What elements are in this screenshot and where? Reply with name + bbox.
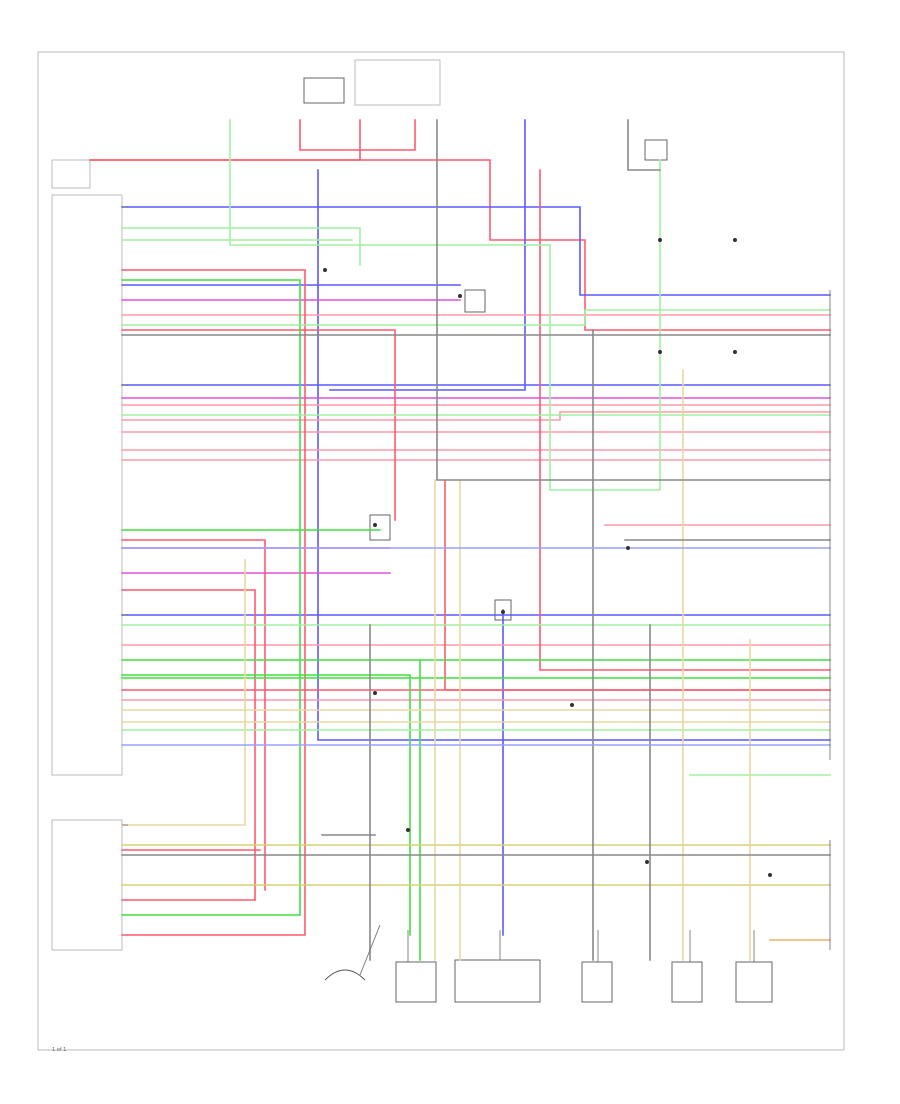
diagram-frame xyxy=(37,51,845,1051)
wire-red-5 xyxy=(121,329,396,521)
map-sensor xyxy=(581,961,613,1003)
wire-red-3 xyxy=(299,119,416,151)
wire-lgreen-2 xyxy=(121,309,831,326)
ecm-connector-block-2 xyxy=(51,819,123,951)
relay-box xyxy=(354,59,441,106)
wire-red-7 xyxy=(121,539,266,891)
throttle-position-sensor xyxy=(454,959,541,1003)
junction-dots xyxy=(323,238,772,877)
wire-red-1 xyxy=(89,119,361,161)
sensor-leads xyxy=(359,924,755,976)
ecm-pin-ticks xyxy=(122,206,128,826)
fuse-component xyxy=(644,139,668,161)
wire-pink-3 xyxy=(121,411,831,421)
crank-sensor xyxy=(395,961,437,1003)
data-link-connector xyxy=(51,159,91,189)
wire-green-4 xyxy=(121,279,301,916)
page-reference: 1 of 1 xyxy=(52,1047,67,1053)
relay-coil xyxy=(303,77,345,104)
wire-green-2 xyxy=(121,674,411,936)
wire-blue-1 xyxy=(121,206,831,296)
wire-gray-3 xyxy=(436,119,831,481)
iac-component xyxy=(369,514,391,541)
speed-sensor xyxy=(324,969,366,981)
ecm-connector-block xyxy=(51,194,123,776)
wire-red-2 xyxy=(89,159,831,331)
o2-sensor xyxy=(735,961,773,1003)
wire-lgreen-1 xyxy=(121,227,361,266)
knock-sensor xyxy=(671,961,703,1003)
wire-lgreen-5 xyxy=(229,119,661,491)
wire-gray-8 xyxy=(627,119,661,171)
wire-tan-1 xyxy=(121,559,246,826)
wire-red-4 xyxy=(539,169,831,671)
vss-component xyxy=(464,289,486,313)
wire-blue-4 xyxy=(317,169,831,741)
wire-red-11 xyxy=(121,269,306,936)
wire-red-8 xyxy=(121,589,256,901)
